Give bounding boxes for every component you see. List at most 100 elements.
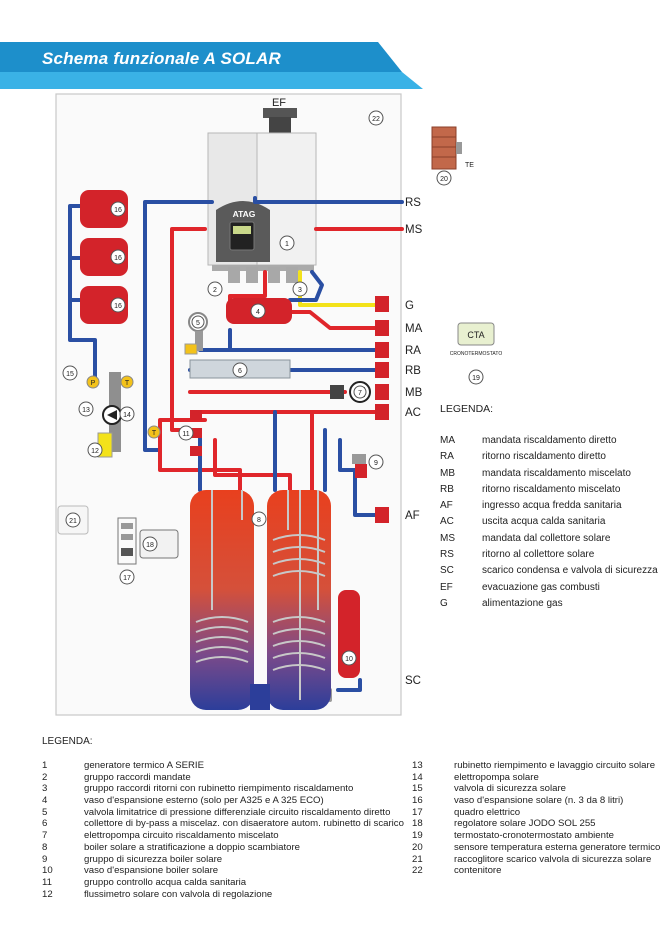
label-cronotermostato: CRONOTERMOSTATO [450,351,503,357]
svg-text:16: 16 [114,207,122,214]
header-banner [0,42,423,89]
legend-row: EF evacuazione gas combusti [440,580,665,596]
svg-text:18: 18 [146,542,154,549]
component-text: valvola di sicurezza solare [454,783,566,795]
marker-10: 10 [341,650,357,666]
component-number: 1 [42,760,48,771]
legend-code: AC [440,516,454,528]
solar-expansion-vessels [80,190,128,324]
label-rb: RB [405,365,421,377]
component-text: elettropompa circuito riscaldamento misc… [84,830,279,842]
legend-row: AC uscita acqua calda sanitaria [440,514,665,530]
legend-text: ritorno riscaldamento diretto [482,451,606,463]
svg-text:22: 22 [372,116,380,123]
svg-text:6: 6 [238,368,242,375]
acs-thermometer: T [152,430,157,437]
component-number: 6 [42,818,48,830]
abbreviation-legend-title: LEGENDA: [440,403,494,415]
legend-code: G [440,597,448,609]
component-text: raccoglitore scarico valvola di sicurezz… [454,853,652,865]
page-title: Schema funzionale A SOLAR [42,49,281,68]
svg-text:10: 10 [345,656,353,663]
legend-text: uscita acqua calda sanitaria [482,516,606,528]
marker-16a: 16 [110,201,126,217]
legend-text: alimentazione gas [482,597,563,609]
label-ac: AC [405,407,421,419]
component-text: generatore termico A SERIE [84,760,204,771]
external-temperature-sensor [431,126,462,170]
solar-boilers [190,490,331,710]
marker-16c: 16 [110,297,126,313]
legend-code: MB [440,467,455,479]
component-number: 18 [412,818,423,830]
legend-text: ingresso acqua fredda sanitaria [482,500,622,512]
svg-text:21: 21 [69,518,77,525]
svg-text:13: 13 [82,407,90,414]
legend-code: MA [440,435,455,446]
label-g: G [405,300,414,312]
marker-2: 2 [207,281,223,297]
component-legend-row: 1 generatore termico A SERIE [42,760,404,772]
svg-text:7: 7 [358,390,362,397]
svg-text:20: 20 [440,176,448,183]
svg-text:16: 16 [114,303,122,310]
legend-text: evacuazione gas combusti [482,581,600,593]
marker-5: 5 [191,315,205,329]
marker-4: 4 [250,303,266,319]
label-ma: MA [405,323,423,335]
flue-outlet [263,108,297,118]
svg-text:19: 19 [472,375,480,382]
svg-text:15: 15 [66,371,74,378]
marker-6: 6 [232,362,248,378]
svg-text:2: 2 [213,287,217,294]
marker-12: 12 [87,442,103,458]
component-number: 17 [412,806,423,818]
component-number: 5 [42,806,48,818]
component-legend-row: 11 gruppo controllo acqua calda sanitaria [42,877,404,889]
marker-7: 7 [353,385,367,399]
svg-text:17: 17 [123,575,131,582]
svg-text:8: 8 [257,517,261,524]
label-mb: MB [405,387,423,399]
component-text: valvola limitatrice di pressione differe… [84,806,391,818]
component-number: 11 [42,876,52,888]
component-text: vaso d'espansione boiler solare [84,865,219,877]
svg-text:3: 3 [298,287,302,294]
marker-17: 17 [119,569,135,585]
legend-text: ritorno al collettore solare [482,549,595,561]
component-number: 15 [412,783,423,795]
component-text: rubinetto riempimento e lavaggio circuit… [454,760,656,771]
legend-code: EF [440,581,453,593]
marker-16b: 16 [110,249,126,265]
component-legend-title: LEGENDA: [42,736,93,747]
component-number: 21 [412,853,423,865]
legend-code: SC [440,565,454,577]
component-text: collettore di by-pass a miscelaz. con di… [84,818,404,830]
component-legend-row: 21 raccoglitore scarico valvola di sicure… [412,854,660,866]
component-number: 22 [412,865,423,877]
component-text: gruppo controllo acqua calda sanitaria [84,876,247,888]
component-text: vaso d'espansione esterno (solo per A325… [84,795,324,807]
component-number: 19 [412,830,423,842]
